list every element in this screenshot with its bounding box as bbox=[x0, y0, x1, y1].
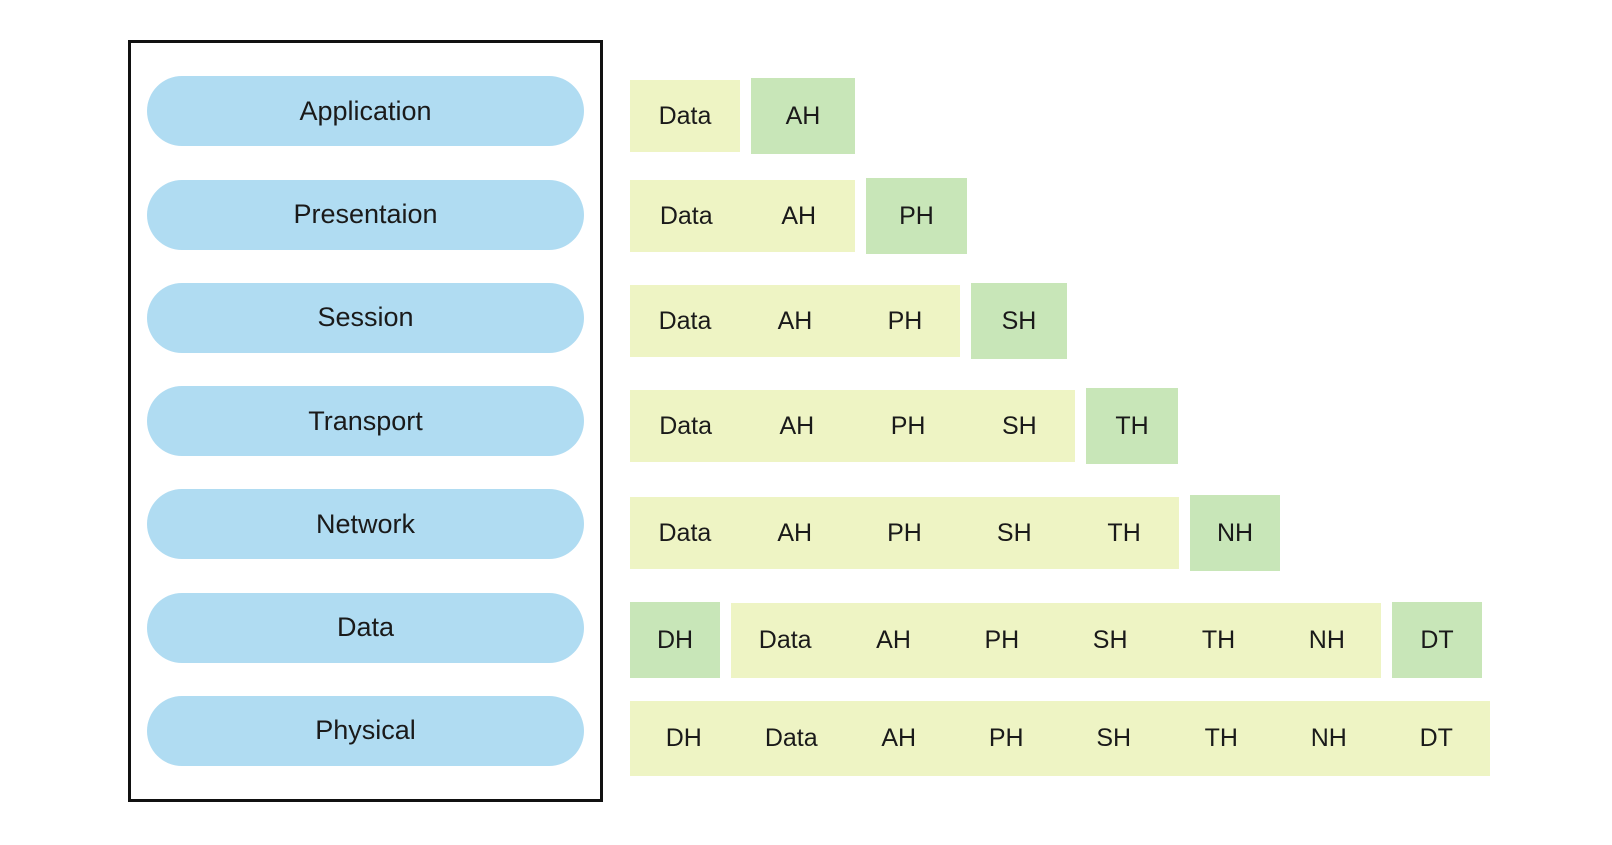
layer-pill-presentation: Presentaion bbox=[147, 179, 584, 250]
segment-label-th: TH bbox=[1201, 625, 1236, 654]
segment-label-data: Data bbox=[758, 625, 812, 654]
payload-box: Data AH PH bbox=[630, 285, 960, 357]
layer-pill-transport: Transport bbox=[147, 386, 584, 456]
segment-label-nh: NH bbox=[1308, 625, 1345, 654]
payload-box: Data bbox=[630, 80, 740, 152]
segment-label-nh: NH bbox=[1310, 723, 1347, 752]
segment-label-dh: DH bbox=[656, 625, 694, 654]
segment-label-sh: SH bbox=[1092, 625, 1128, 654]
payload-box: Data AH PH SH TH bbox=[630, 497, 1179, 569]
payload-box: DH Data AH PH SH TH NH DT bbox=[630, 700, 1490, 776]
layer-pill-session: Session bbox=[147, 282, 584, 353]
segment-label-data: Data bbox=[764, 723, 818, 752]
segment-label-ah: AH bbox=[881, 723, 917, 752]
segment-label-ah: AH bbox=[779, 411, 815, 440]
segment-label-data: Data bbox=[658, 518, 712, 547]
segment-label-sh: SH bbox=[1002, 411, 1037, 440]
segment-label-ph: PH bbox=[984, 625, 1020, 654]
header-box-dh: DH bbox=[630, 602, 720, 678]
header-box-th: TH bbox=[1086, 388, 1178, 464]
encapsulation-row-presentation: Data AH PH bbox=[630, 178, 967, 254]
layer-pill-physical: Physical bbox=[147, 695, 584, 766]
segment-label-th: TH bbox=[1107, 518, 1141, 547]
segment-label-ah: AH bbox=[781, 201, 817, 230]
layer-pill-application: Application bbox=[147, 76, 584, 147]
segment-label-sh: SH bbox=[996, 518, 1032, 547]
payload-box: Data AH PH SH TH NH bbox=[731, 602, 1381, 678]
header-box-sh: SH bbox=[971, 283, 1067, 359]
layer-pill-data: Data bbox=[147, 592, 584, 663]
segment-label-ah: AH bbox=[777, 518, 813, 547]
layer-pill-network: Network bbox=[147, 489, 584, 560]
segment-label-ah: AH bbox=[876, 625, 911, 654]
header-box-ph: PH bbox=[866, 178, 967, 254]
segment-label-ph: PH bbox=[887, 518, 922, 547]
payload-box: Data AH bbox=[630, 180, 855, 252]
header-box-ah: AH bbox=[751, 78, 855, 154]
encapsulation-row-network: Data AH PH SH TH NH bbox=[630, 495, 1280, 571]
segment-label-nh: NH bbox=[1216, 518, 1254, 547]
segment-label-th: TH bbox=[1115, 411, 1149, 440]
segment-label-dt: DT bbox=[1420, 625, 1454, 654]
segment-label-sh: SH bbox=[1096, 723, 1132, 752]
segment-label-data: Data bbox=[658, 306, 712, 335]
trailer-box-dt: DT bbox=[1392, 602, 1482, 678]
segment-label-ph: PH bbox=[988, 723, 1024, 752]
header-box-nh: NH bbox=[1190, 495, 1280, 571]
encapsulation-row-application: Data AH bbox=[630, 78, 855, 154]
segment-label-data: Data bbox=[659, 411, 713, 440]
encapsulation-row-physical: DH Data AH PH SH TH NH DT bbox=[630, 700, 1490, 776]
encapsulation-row-session: Data AH PH SH bbox=[630, 283, 1067, 359]
segment-label-dt: DT bbox=[1419, 723, 1453, 752]
segment-label-th: TH bbox=[1204, 723, 1238, 752]
encapsulation-row-data: DH Data AH PH SH TH NH DT bbox=[630, 602, 1482, 678]
segment-label-ph: PH bbox=[899, 201, 934, 230]
segment-label-ph: PH bbox=[890, 411, 926, 440]
segment-label-dh: DH bbox=[665, 723, 702, 752]
segment-label-ph: PH bbox=[887, 306, 923, 335]
payload-box: Data AH PH SH bbox=[630, 390, 1075, 462]
encapsulation-row-transport: Data AH PH SH TH bbox=[630, 388, 1178, 464]
segment-label-data: Data bbox=[658, 101, 712, 130]
segment-label-ah: AH bbox=[777, 306, 813, 335]
segment-label-data: Data bbox=[659, 201, 713, 230]
segment-label-ah: AH bbox=[785, 101, 821, 130]
osi-layers-panel: Application Presentaion Session Transpor… bbox=[128, 40, 603, 802]
segment-label-sh: SH bbox=[1001, 306, 1037, 335]
